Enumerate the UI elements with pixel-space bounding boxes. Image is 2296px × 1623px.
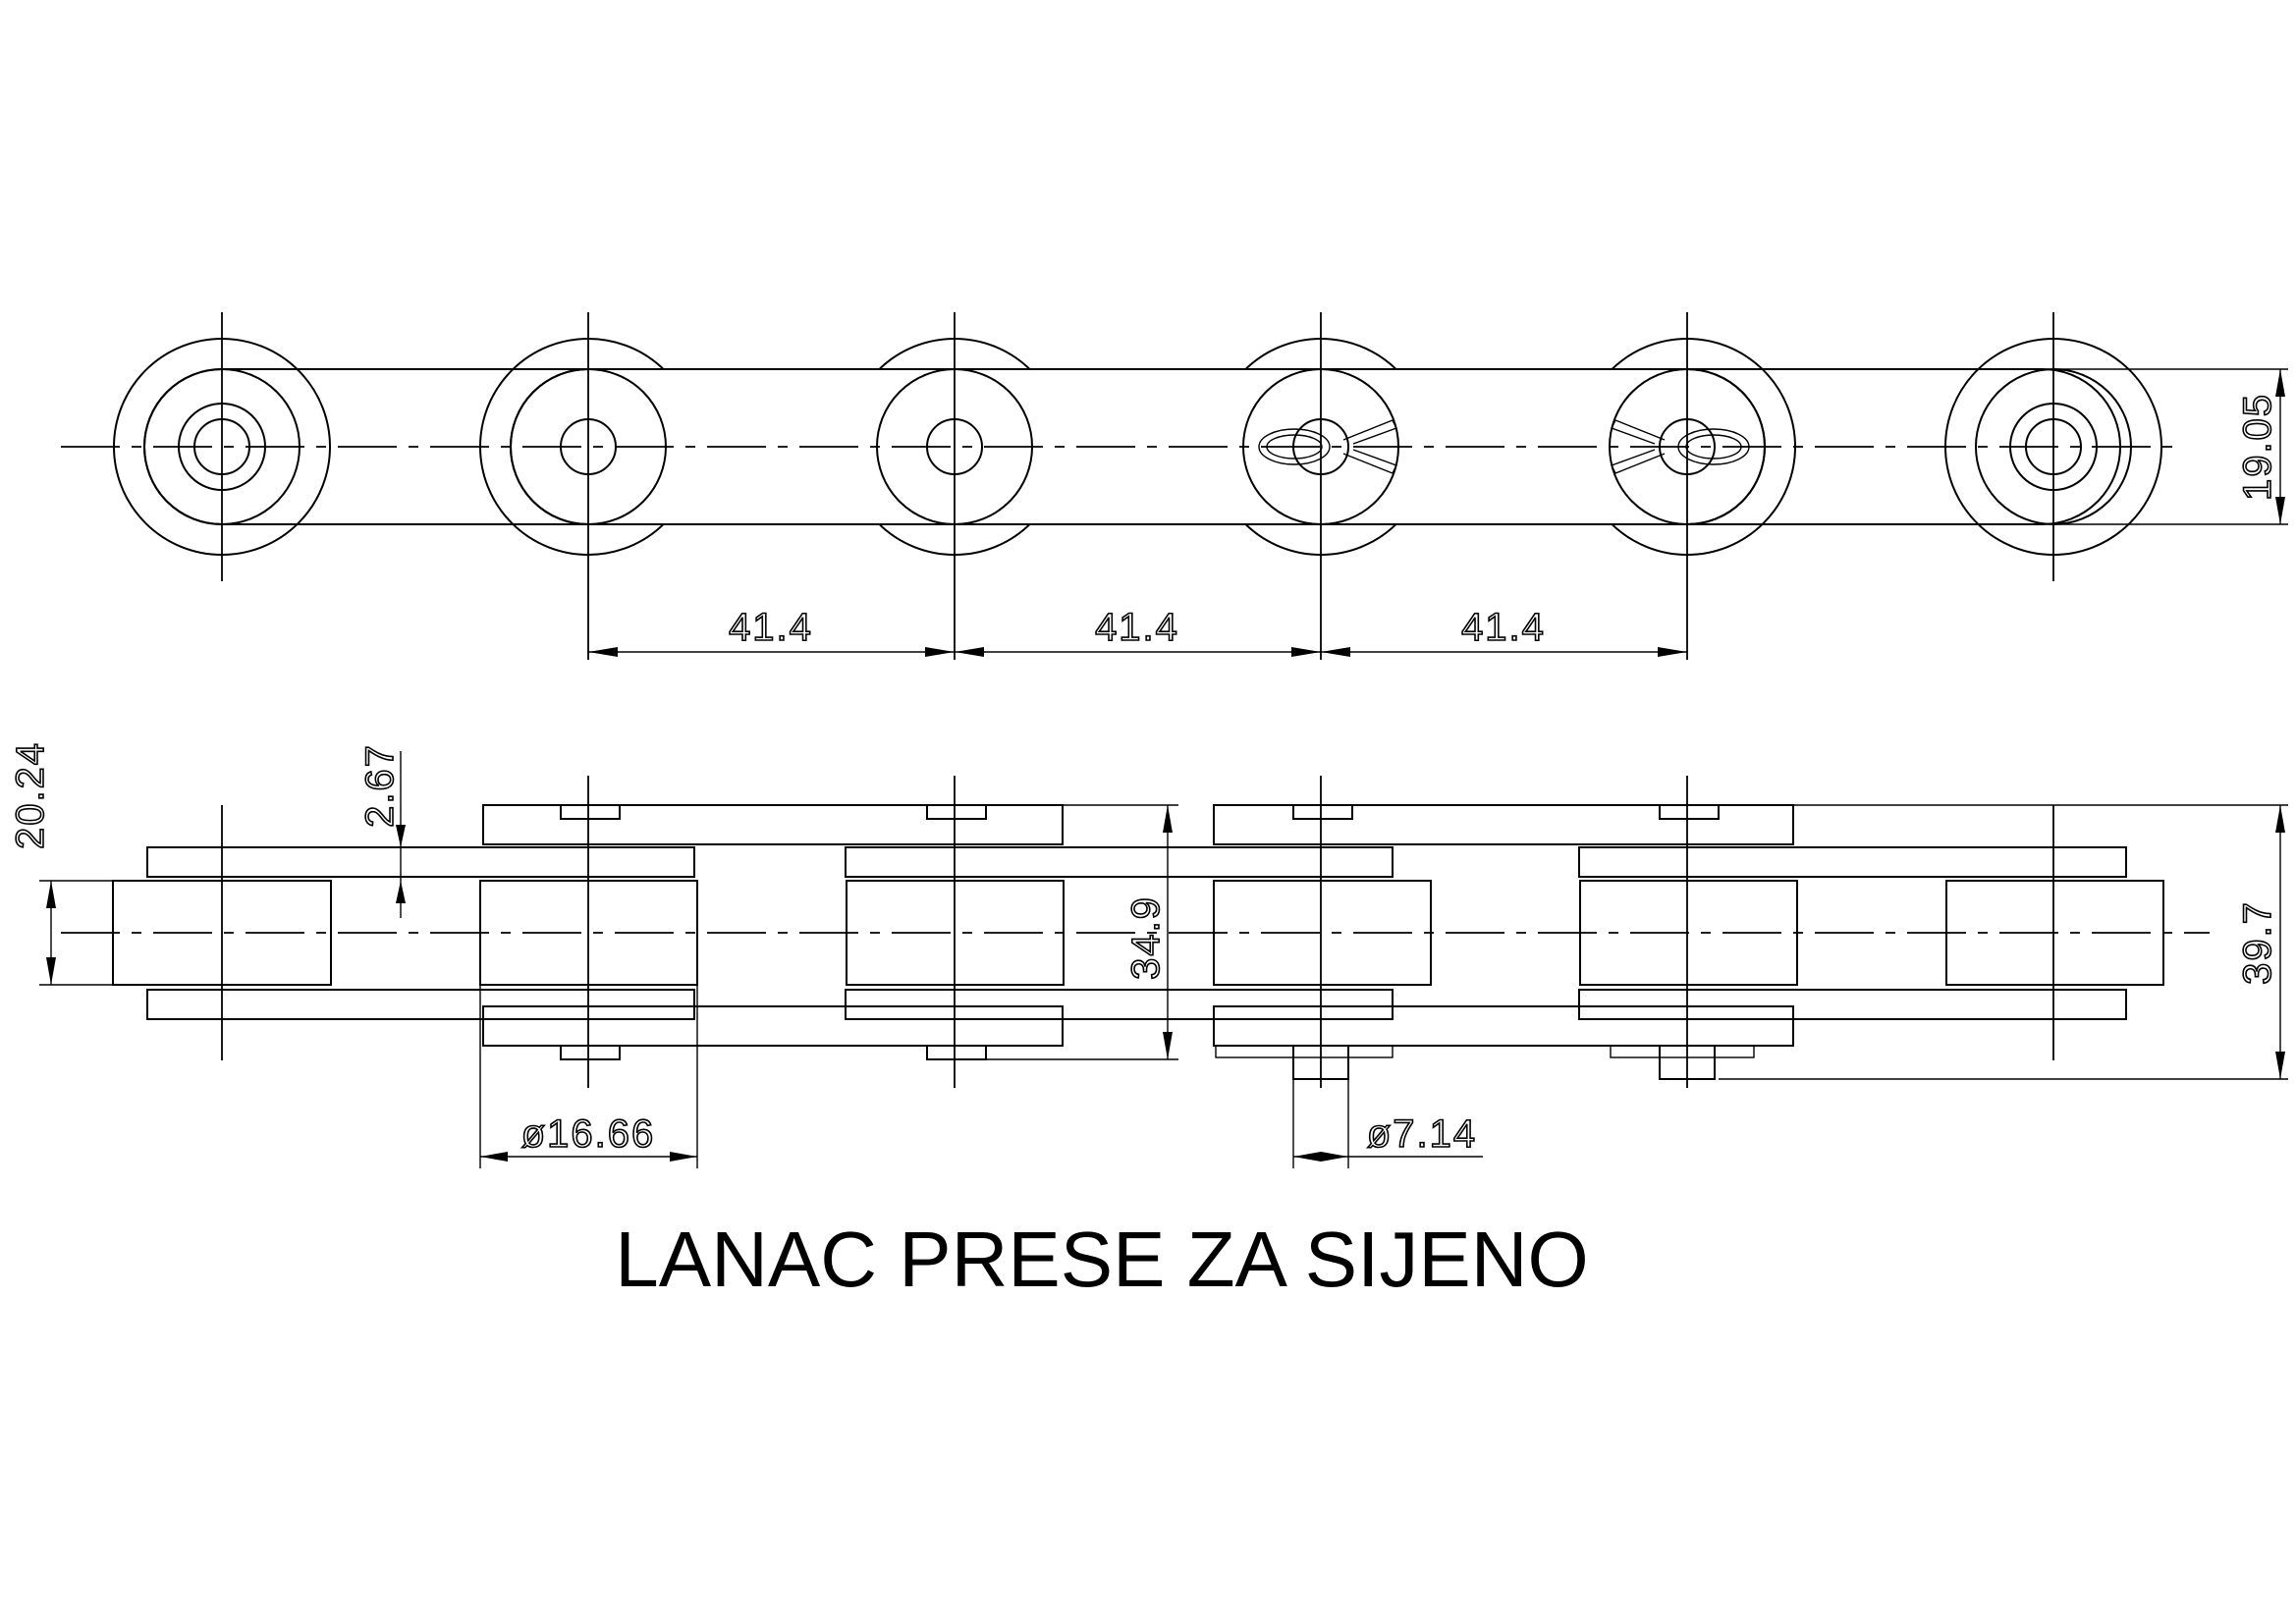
roller-diameter-label: ø16.66 bbox=[521, 1112, 656, 1156]
plate-thickness-label: 2.67 bbox=[358, 743, 402, 828]
top-view: 41.4 41.4 41.4 19.05 bbox=[61, 312, 2288, 660]
overall-width-dimension bbox=[1719, 804, 2288, 1080]
inner-plates bbox=[146, 846, 2127, 1020]
overall-width-label: 39.7 bbox=[2236, 900, 2279, 985]
pin-axes-side bbox=[221, 776, 2054, 1088]
pin-diameter-dimension bbox=[1292, 1079, 1483, 1168]
cotter-pin-left bbox=[1258, 419, 1397, 474]
drawing-title: LANAC PRESE ZA SIJENO bbox=[615, 1216, 1588, 1303]
pin-diameter-label: ø7.14 bbox=[1367, 1112, 1477, 1156]
inner-width-label: 34.9 bbox=[1124, 895, 1168, 980]
side-view: 20.24 2.67 34.9 39.7 bbox=[8, 740, 2288, 1168]
pitch-label-3: 41.4 bbox=[1461, 606, 1546, 649]
plate-ends bbox=[143, 368, 2132, 525]
pitch-label-2: 41.4 bbox=[1095, 606, 1179, 649]
roller-diameter-dimension bbox=[479, 985, 698, 1168]
inner-width-dimension bbox=[986, 804, 1178, 1060]
plate-height-dimension bbox=[2054, 368, 2288, 525]
pitch-label-1: 41.4 bbox=[729, 606, 813, 649]
plate-thickness-dimension bbox=[396, 751, 406, 918]
outer-plates bbox=[482, 804, 1794, 1047]
plate-height-label: 19.05 bbox=[2236, 393, 2279, 501]
roller-width-label: 20.24 bbox=[9, 741, 52, 849]
pitch-dimensions bbox=[588, 647, 1687, 657]
pin-axes-top bbox=[221, 312, 2054, 660]
roller-width-dimension bbox=[39, 880, 222, 986]
